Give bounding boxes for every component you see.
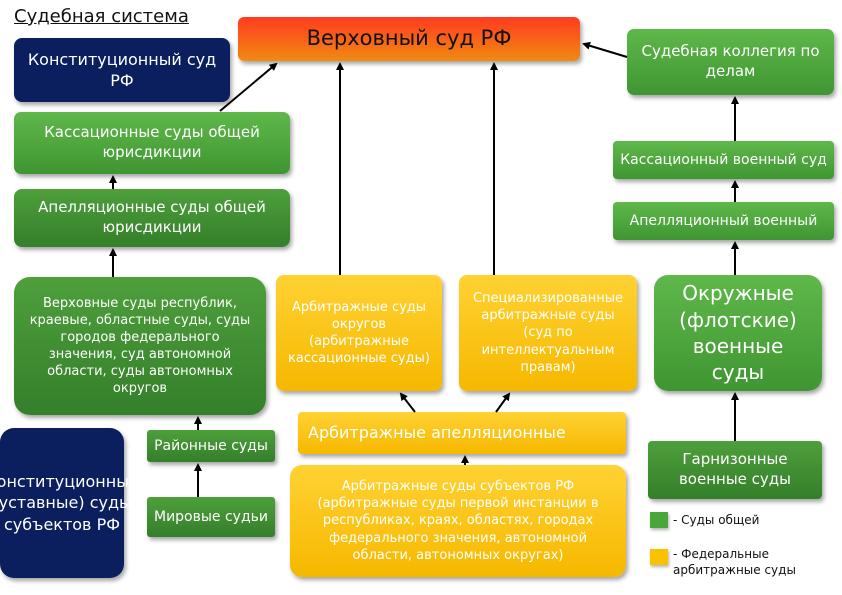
supreme-court-box[interactable]: Верховный суд РФ	[238, 17, 580, 61]
garrison-box[interactable]: Гарнизонные военные суды	[648, 441, 822, 499]
military-appeal-box[interactable]: Апелляционный военный	[613, 202, 834, 240]
cassation-general-box[interactable]: Кассационные суды общей юрисдикции	[14, 112, 290, 174]
district-military-box[interactable]: Окружные (флотские) военные суды	[654, 275, 822, 391]
arb-subjects-box[interactable]: Арбитражные суды субъектов РФ (арбитражн…	[290, 465, 626, 577]
specialized-arb-label: Специализированные арбитражные суды (суд…	[472, 291, 624, 375]
military-appeal-label: Апелляционный военный	[629, 212, 818, 229]
constitutional-court-box[interactable]: Конституционный суд РФ	[14, 38, 230, 102]
military-cassation-box[interactable]: Кассационный военный суд	[613, 141, 834, 179]
legend-general-swatch	[650, 512, 668, 528]
arrow-appeal-to-arb-district	[399, 392, 416, 413]
district-courts-label: Районные суды	[154, 437, 268, 454]
constitutional-court-label: Конституционный суд РФ	[27, 49, 217, 90]
arb-district-label: Арбитражные суды округов (арбитражные ка…	[288, 299, 430, 367]
military-collegium-label: Судебная коллегия по делам	[641, 42, 820, 80]
arrow-collegium-to-supreme	[582, 41, 628, 58]
cassation-general-label: Кассационные суды общей юрисдикции	[44, 123, 260, 161]
legend-arbitration-swatch	[650, 549, 668, 565]
regional-courts-box[interactable]: Верховные суды республик, краевые, облас…	[14, 277, 266, 415]
legend-general-label: - Суды общей	[673, 513, 760, 527]
arb-appeal-box[interactable]: Арбитражные апелляционные	[298, 412, 626, 454]
appeal-general-label: Апелляционные суды общей юрисдикции	[38, 198, 266, 236]
constitutional-subjects-box[interactable]: Конституционные (уставные) суды субъекто…	[0, 428, 139, 578]
legend-arbitration-label: - Федеральные арбитражные суды	[673, 547, 796, 577]
arrow-cassation-to-supreme	[219, 62, 278, 112]
diagram-title: Судебная система	[14, 6, 189, 27]
arb-subjects-label: Арбитражные суды субъектов РФ (арбитражн…	[317, 479, 599, 563]
magistrates-label: Мировые судьи	[153, 508, 268, 525]
appeal-general-box[interactable]: Апелляционные суды общей юрисдикции	[14, 189, 290, 247]
garrison-label: Гарнизонные военные суды	[678, 450, 792, 488]
military-collegium-box[interactable]: Судебная коллегия по делам	[627, 29, 834, 95]
district-courts-box[interactable]: Районные суды	[147, 430, 275, 462]
arb-appeal-label: Арбитражные апелляционные	[308, 423, 566, 443]
district-military-label: Окружные (флотские) военные суды	[679, 281, 797, 385]
supreme-court-label: Верховный суд РФ	[306, 26, 512, 51]
military-cassation-label: Кассационный военный суд	[620, 151, 827, 168]
constitutional-subjects-label: Конституционные (уставные) суды субъекто…	[0, 472, 139, 534]
magistrates-box[interactable]: Мировые судьи	[147, 497, 275, 537]
specialized-arb-box[interactable]: Специализированные арбитражные суды (суд…	[459, 275, 637, 391]
arrow-appeal-to-specialized	[495, 392, 511, 413]
arb-district-box[interactable]: Арбитражные суды округов (арбитражные ка…	[276, 275, 442, 391]
regional-courts-label: Верховные суды республик, краевые, облас…	[29, 295, 251, 397]
